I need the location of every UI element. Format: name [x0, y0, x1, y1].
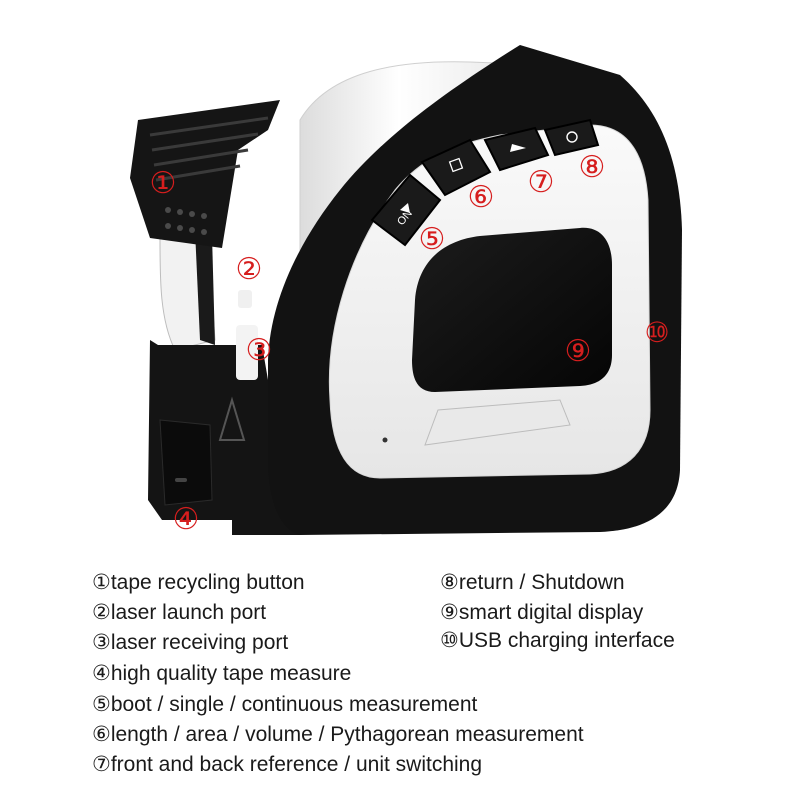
callout-10: ⑩ — [644, 316, 670, 349]
callout-2: ② — [235, 252, 263, 287]
indicator-dot — [382, 437, 388, 443]
usb-port-slot — [175, 478, 187, 482]
legend-item-4: ④high quality tape measure — [92, 662, 352, 685]
callout-1: ① — [149, 166, 177, 201]
tape-measure-image: ON — [130, 45, 682, 535]
lower-window — [424, 399, 571, 446]
legend-item-3: ③laser receiving port — [92, 631, 289, 654]
callout-4: ④ — [172, 502, 200, 537]
usb-port-cover — [159, 419, 213, 506]
tape-blade-inner — [195, 230, 215, 345]
tape-hook-holes — [165, 207, 207, 235]
cube-icon — [448, 157, 464, 173]
legend-item-6: ⑥length / area / volume / Pythagorean me… — [92, 723, 584, 746]
on-button-arrow-icon — [400, 203, 410, 213]
legend-item-1: ①tape recycling button — [92, 571, 305, 594]
callout-7: ⑦ — [527, 165, 555, 200]
power-icon — [566, 131, 578, 143]
legend-item-5: ⑤boot / single / continuous measurement — [92, 693, 478, 716]
legend-item-8: ⑧return / Shutdown — [440, 571, 625, 594]
legend-item-7: ⑦front and back reference / unit switchi… — [92, 753, 483, 776]
callout-6: ⑥ — [467, 180, 495, 215]
digital-display — [412, 227, 612, 392]
legend-item-10: ⑩USB charging interface — [440, 629, 675, 652]
warning-triangle-icon — [218, 396, 246, 441]
laser-receiving-port — [236, 325, 258, 380]
reference-button[interactable] — [483, 126, 550, 172]
reference-icon — [510, 144, 526, 152]
mode-button[interactable] — [420, 138, 492, 197]
legend-item-2: ②laser launch port — [92, 601, 267, 624]
device-illustration: ON ① ② ③ ④ ⑤ ⑥ ⑦ ⑧ ⑨ ⑩ — [130, 45, 682, 537]
callout-8: ⑧ — [578, 150, 606, 185]
callout-3: ③ — [245, 333, 273, 368]
tape-hook-ribs — [149, 116, 269, 182]
laser-launch-port — [238, 290, 252, 308]
legend-item-9: ⑨smart digital display — [440, 601, 644, 624]
feature-legend: ①tape recycling button ②laser launch por… — [0, 560, 800, 800]
callout-9: ⑨ — [564, 334, 592, 369]
callout-5: ⑤ — [418, 222, 446, 257]
on-button[interactable] — [370, 173, 442, 247]
power-button[interactable] — [543, 118, 600, 157]
